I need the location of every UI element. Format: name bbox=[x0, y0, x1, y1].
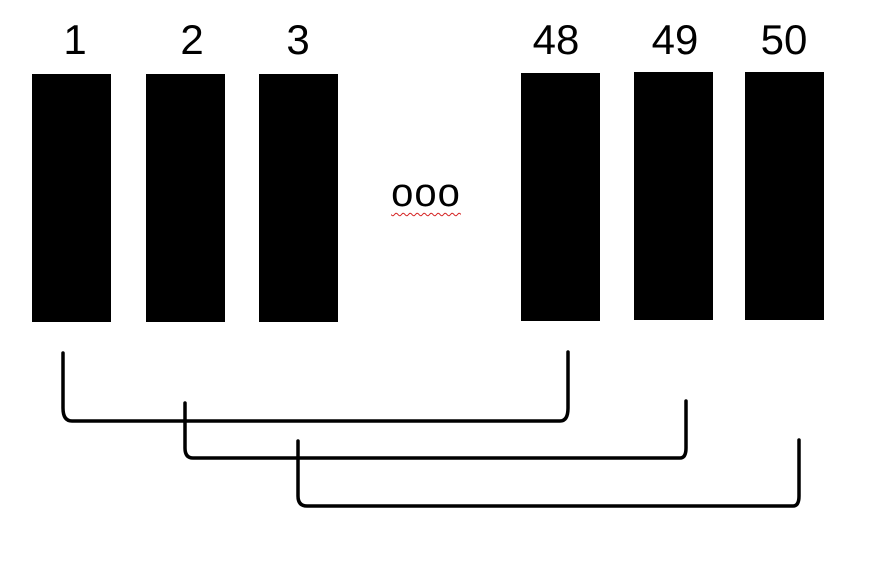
bracket-1-to-48 bbox=[61, 350, 570, 423]
bar-3 bbox=[259, 74, 338, 322]
label-50: 50 bbox=[760, 16, 808, 63]
label-49: 49 bbox=[651, 16, 699, 63]
bracket-2-to-49 bbox=[183, 399, 688, 460]
label-1: 1 bbox=[63, 16, 87, 63]
ellipsis-text: ooo bbox=[391, 171, 461, 215]
label-3: 3 bbox=[286, 16, 310, 63]
label-48: 48 bbox=[532, 16, 580, 63]
bar-1 bbox=[32, 74, 111, 322]
label-2: 2 bbox=[180, 16, 204, 63]
bar-48 bbox=[521, 73, 600, 321]
bar-50 bbox=[745, 72, 824, 320]
bar-2 bbox=[146, 74, 225, 322]
bracket-3-to-50 bbox=[296, 438, 801, 508]
bar-49 bbox=[634, 72, 713, 320]
